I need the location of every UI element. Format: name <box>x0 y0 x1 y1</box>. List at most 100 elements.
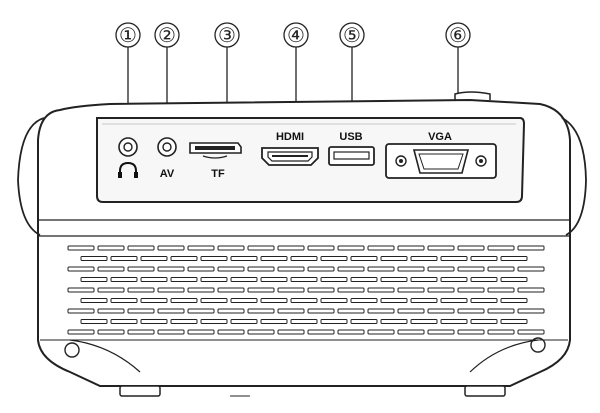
vent-slot <box>427 308 455 314</box>
vent-slot <box>157 287 185 293</box>
vent-grille <box>67 245 545 335</box>
vent-slot <box>127 245 155 251</box>
vent-slot <box>247 287 275 293</box>
vent-slot <box>217 245 245 251</box>
vent-slot <box>487 287 515 293</box>
vent-slot <box>260 277 288 282</box>
vent-slot <box>187 329 215 335</box>
vent-slot <box>157 329 185 335</box>
vent-slot <box>97 329 125 335</box>
vent-slot <box>230 298 258 303</box>
vent-slot <box>367 329 395 335</box>
vent-slot <box>97 266 125 272</box>
vent-slot <box>457 329 485 335</box>
vent-slot <box>440 256 468 261</box>
vent-slot <box>170 256 198 261</box>
vent-slot <box>110 298 138 303</box>
callout-number-1: ① <box>119 25 137 47</box>
vent-slot <box>247 245 275 251</box>
vent-slot <box>367 308 395 314</box>
vent-slot <box>127 287 155 293</box>
vent-slot <box>200 298 228 303</box>
vent-slot <box>290 256 318 261</box>
vent-slot <box>110 256 138 261</box>
vent-slot <box>487 245 515 251</box>
vent-slot <box>487 308 515 314</box>
vent-slot <box>200 256 228 261</box>
vent-slot <box>517 287 545 293</box>
vent-slot <box>260 319 288 324</box>
vent-slot <box>170 277 198 282</box>
vent-slot <box>337 266 365 272</box>
callout-number-4: ④ <box>287 25 305 47</box>
vent-slot <box>500 256 528 261</box>
vent-slot <box>517 245 545 251</box>
vent-slot <box>367 287 395 293</box>
vent-slot <box>457 266 485 272</box>
vent-slot <box>397 266 425 272</box>
vent-slot <box>337 329 365 335</box>
vent-slot <box>230 277 258 282</box>
vent-slot <box>410 277 438 282</box>
vent-slot <box>397 329 425 335</box>
vent-slot <box>290 319 318 324</box>
callout-number-2: ② <box>158 25 176 47</box>
vent-slot <box>217 308 245 314</box>
vent-slot <box>470 319 498 324</box>
vent-slot <box>427 245 455 251</box>
vent-slot <box>320 277 348 282</box>
hdmi-port: HDMI <box>261 131 319 166</box>
usb-port: USB <box>328 131 375 166</box>
vent-slot <box>157 266 185 272</box>
vent-slot <box>307 266 335 272</box>
vent-slot <box>67 245 95 251</box>
screw-hole-left <box>64 342 80 358</box>
vent-slot <box>350 277 378 282</box>
vent-slot <box>350 298 378 303</box>
vga-label: VGA <box>428 131 452 143</box>
vent-slot <box>230 319 258 324</box>
vent-slot <box>110 319 138 324</box>
vent-slot <box>380 277 408 282</box>
vent-slot <box>440 319 468 324</box>
vent-slot <box>380 298 408 303</box>
vent-slot <box>470 256 498 261</box>
vent-slot <box>247 266 275 272</box>
vent-slot <box>140 256 168 261</box>
callout-number-3: ③ <box>218 25 236 47</box>
vent-slot <box>367 266 395 272</box>
vent-slot <box>487 266 515 272</box>
foot-left <box>119 385 161 397</box>
vent-slot <box>67 308 95 314</box>
headphone-port <box>118 137 138 178</box>
vent-slot <box>440 298 468 303</box>
vent-slot <box>157 308 185 314</box>
vent-slot <box>217 287 245 293</box>
vent-slot <box>457 245 485 251</box>
vent-slot <box>427 329 455 335</box>
vent-slot <box>187 308 215 314</box>
vent-slot <box>517 308 545 314</box>
vent-slot <box>277 245 305 251</box>
vent-slot <box>500 277 528 282</box>
vent-slot <box>427 266 455 272</box>
vent-slot <box>410 298 438 303</box>
vent-slot <box>140 319 168 324</box>
hdmi-label: HDMI <box>276 131 304 143</box>
vent-slot <box>140 298 168 303</box>
vent-slot <box>517 266 545 272</box>
vent-slot <box>337 245 365 251</box>
vent-slot <box>517 329 545 335</box>
vga-port: VGA <box>385 131 497 179</box>
vent-slot <box>320 256 348 261</box>
vent-slot <box>320 298 348 303</box>
vent-slot <box>67 266 95 272</box>
vent-slot <box>187 245 215 251</box>
vent-slot <box>350 256 378 261</box>
vent-slot <box>277 329 305 335</box>
vent-slot <box>277 266 305 272</box>
foot-right <box>464 385 506 397</box>
vent-slot <box>427 287 455 293</box>
vent-slot <box>307 308 335 314</box>
